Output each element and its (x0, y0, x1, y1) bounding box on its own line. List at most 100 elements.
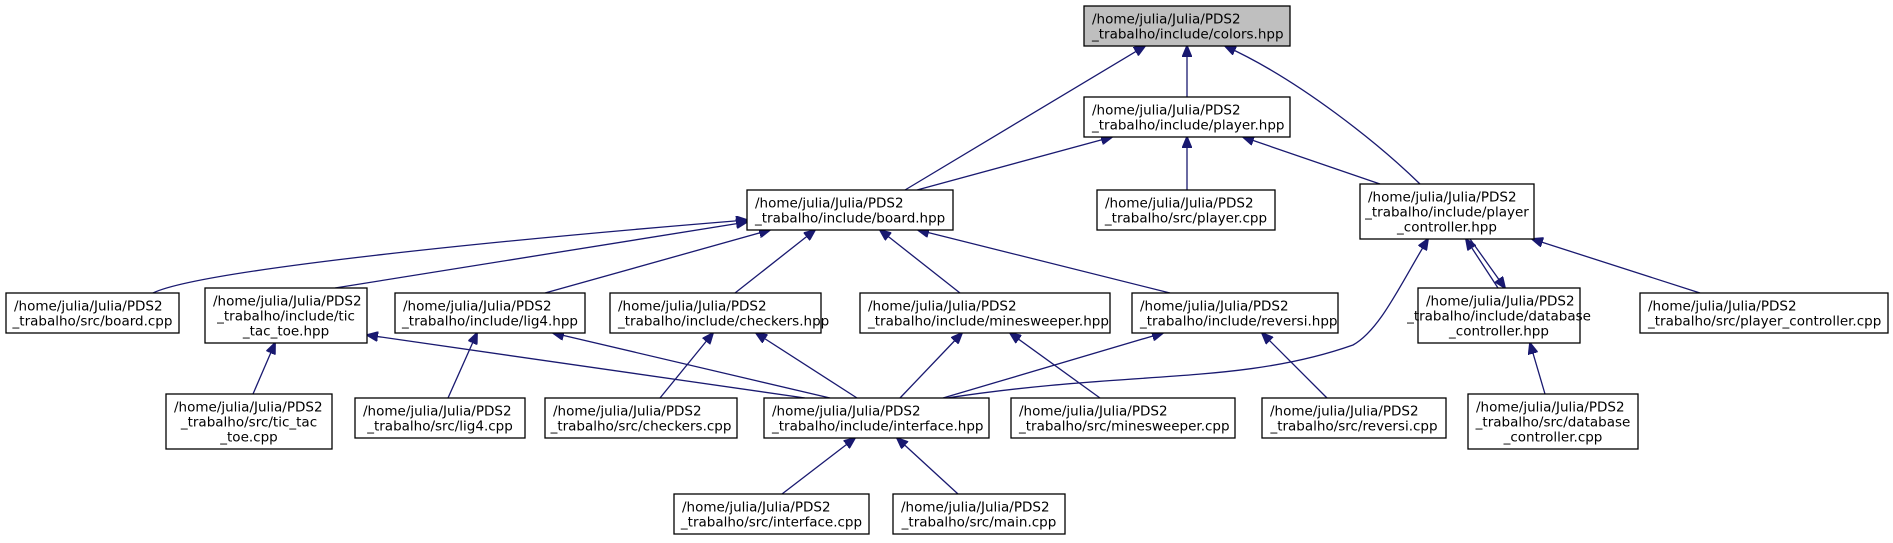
node-label-line: _trabalho/src/minesweeper.cpp (1018, 419, 1230, 435)
edge-interface-hpp-to-reversi-hpp (942, 333, 1163, 399)
node-label-line: /home/julia/Julia/PDS2 (363, 404, 512, 420)
edge-line (553, 333, 831, 399)
node-box (673, 493, 870, 535)
edge-line (916, 137, 1112, 191)
node-label-line: _trabalho/include/tic (216, 309, 355, 325)
edge-line (734, 230, 815, 294)
edge-line (1262, 333, 1328, 399)
node-player-cpp[interactable]: /home/julia/Julia/PDS2_trabalho/src/play… (1096, 189, 1276, 231)
node-label-line: _toe.cpp (219, 430, 277, 446)
edge-interface-hpp-to-lig4-hpp (553, 333, 831, 399)
edge-line (544, 230, 770, 294)
node-label-line: /home/julia/Julia/PDS2 (1140, 299, 1289, 315)
edge-line (334, 222, 747, 289)
node-database-controller-cpp[interactable]: /home/julia/Julia/PDS2_trabalho/src/data… (1467, 393, 1639, 450)
node-box (544, 397, 738, 439)
node-label-line: _trabalho/src/checkers.cpp (550, 419, 732, 435)
edge-player-controller-hpp-to-player-hpp (1243, 137, 1381, 185)
edge-line (447, 333, 477, 399)
edge-main-cpp-to-interface-hpp (897, 438, 959, 495)
node-label-line: _trabalho/src/player_controller.cpp (1647, 314, 1881, 330)
node-box (1359, 183, 1535, 240)
edge-line (756, 333, 858, 399)
edge-line (781, 438, 855, 495)
node-label-line: /home/julia/Julia/PDS2 (1105, 196, 1254, 212)
node-checkers-cpp[interactable]: /home/julia/Julia/PDS2_trabalho/src/chec… (544, 397, 738, 439)
node-box (204, 287, 368, 344)
node-tic-tac-toe-hpp[interactable]: /home/julia/Julia/PDS2_trabalho/include/… (204, 287, 368, 344)
node-label-line: /home/julia/Julia/PDS2 (1368, 190, 1517, 206)
edge-line (252, 343, 275, 395)
node-label-line: _trabalho/include/lig4.hpp (401, 314, 578, 330)
edge-interface-hpp-to-checkers-hpp (756, 333, 858, 399)
node-box (1131, 292, 1339, 334)
node-label-line: _trabalho/src/main.cpp (901, 515, 1057, 531)
edge-reversi-hpp-to-board-hpp (918, 230, 1171, 294)
node-minesweeper-cpp[interactable]: /home/julia/Julia/PDS2_trabalho/src/mine… (1010, 397, 1236, 439)
node-player-controller-cpp[interactable]: /home/julia/Julia/PDS2_trabalho/src/play… (1639, 292, 1889, 334)
node-label-line: /home/julia/Julia/PDS2 (772, 404, 921, 420)
node-label-line: /home/julia/Julia/PDS2 (1476, 400, 1625, 416)
node-reversi-hpp[interactable]: /home/julia/Julia/PDS2_trabalho/include/… (1131, 292, 1339, 334)
edge-interface-cpp-to-interface-hpp (781, 438, 855, 495)
node-box (1639, 292, 1889, 334)
node-main-cpp[interactable]: /home/julia/Julia/PDS2_trabalho/src/main… (892, 493, 1066, 535)
node-box (394, 292, 586, 334)
edge-line (1243, 137, 1381, 185)
node-box (609, 292, 822, 334)
node-box (1096, 189, 1276, 231)
node-lig4-cpp[interactable]: /home/julia/Julia/PDS2_trabalho/src/lig4… (354, 397, 526, 439)
edge-player-controller-cpp-to-player-controller-hpp (1532, 239, 1701, 294)
node-colors-hpp[interactable]: /home/julia/Julia/PDS2_trabalho/include/… (1083, 5, 1291, 47)
edge-tic-tac-toe-hpp-to-board-hpp (334, 222, 747, 289)
node-label-line: _tac_toe.hpp (242, 324, 329, 340)
edge-line (1225, 46, 1421, 185)
node-database-controller-hpp[interactable]: /home/julia/Julia/PDS2_trabalho/include/… (1406, 287, 1591, 344)
node-lig4-hpp[interactable]: /home/julia/Julia/PDS2_trabalho/include/… (394, 292, 586, 334)
node-box (5, 292, 180, 334)
node-box (1417, 287, 1581, 344)
node-tic-tac-toe-cpp[interactable]: /home/julia/Julia/PDS2_trabalho/src/tic_… (165, 393, 333, 450)
node-label-line: /home/julia/Julia/PDS2 (1092, 12, 1241, 28)
node-board-hpp[interactable]: /home/julia/Julia/PDS2_trabalho/include/… (746, 189, 954, 231)
node-board-cpp[interactable]: /home/julia/Julia/PDS2_trabalho/src/boar… (5, 292, 180, 334)
edge-line (918, 230, 1171, 294)
node-label-line: /home/julia/Julia/PDS2 (901, 500, 1050, 516)
edge-checkers-cpp-to-checkers-hpp (659, 333, 713, 399)
node-label-line: _trabalho/src/player.cpp (1104, 211, 1267, 227)
node-label-line: /home/julia/Julia/PDS2 (682, 500, 831, 516)
node-interface-hpp[interactable]: /home/julia/Julia/PDS2_trabalho/include/… (763, 397, 990, 439)
node-label-line: _trabalho/include/colors.hpp (1091, 27, 1284, 43)
node-box (763, 397, 990, 439)
edge-minesweeper-hpp-to-board-hpp (880, 230, 961, 294)
edge-lig4-cpp-to-lig4-hpp (447, 333, 477, 399)
edge-line (946, 239, 1428, 399)
node-box (354, 397, 526, 439)
node-label-line: /home/julia/Julia/PDS2 (1426, 294, 1575, 310)
node-checkers-hpp[interactable]: /home/julia/Julia/PDS2_trabalho/include/… (609, 292, 829, 334)
edge-database-controller-cpp-to-database-controller-hpp (1530, 343, 1546, 395)
edges (152, 46, 1701, 495)
edge-board-hpp-to-player-hpp (916, 137, 1112, 191)
node-label-line: _trabalho/include/board.hpp (754, 211, 945, 227)
edge-interface-hpp-to-player-controller-hpp (946, 239, 1428, 399)
node-box (1083, 5, 1291, 47)
node-label-line: _trabalho/include/database (1406, 309, 1591, 325)
node-label-line: _trabalho/src/board.cpp (12, 314, 173, 330)
node-label-line: _trabalho/src/interface.cpp (680, 515, 862, 531)
node-box (746, 189, 954, 231)
node-label-line: /home/julia/Julia/PDS2 (1270, 404, 1419, 420)
node-reversi-cpp[interactable]: /home/julia/Julia/PDS2_trabalho/src/reve… (1261, 397, 1447, 439)
edge-interface-hpp-to-tic-tac-toe-hpp (367, 335, 806, 399)
node-label-line: /home/julia/Julia/PDS2 (1648, 299, 1797, 315)
node-box (1261, 397, 1447, 439)
node-interface-cpp[interactable]: /home/julia/Julia/PDS2_trabalho/src/inte… (673, 493, 870, 535)
node-box (859, 292, 1111, 334)
edge-line (1469, 238, 1505, 288)
edge-interface-hpp-to-minesweeper-hpp (899, 333, 962, 399)
node-minesweeper-hpp[interactable]: /home/julia/Julia/PDS2_trabalho/include/… (859, 292, 1111, 334)
node-box (892, 493, 1066, 535)
node-label-line: _trabalho/src/lig4.cpp (366, 419, 513, 435)
node-player-controller-hpp[interactable]: /home/julia/Julia/PDS2_trabalho/include/… (1359, 183, 1535, 240)
node-player-hpp[interactable]: /home/julia/Julia/PDS2_trabalho/include/… (1083, 96, 1291, 138)
